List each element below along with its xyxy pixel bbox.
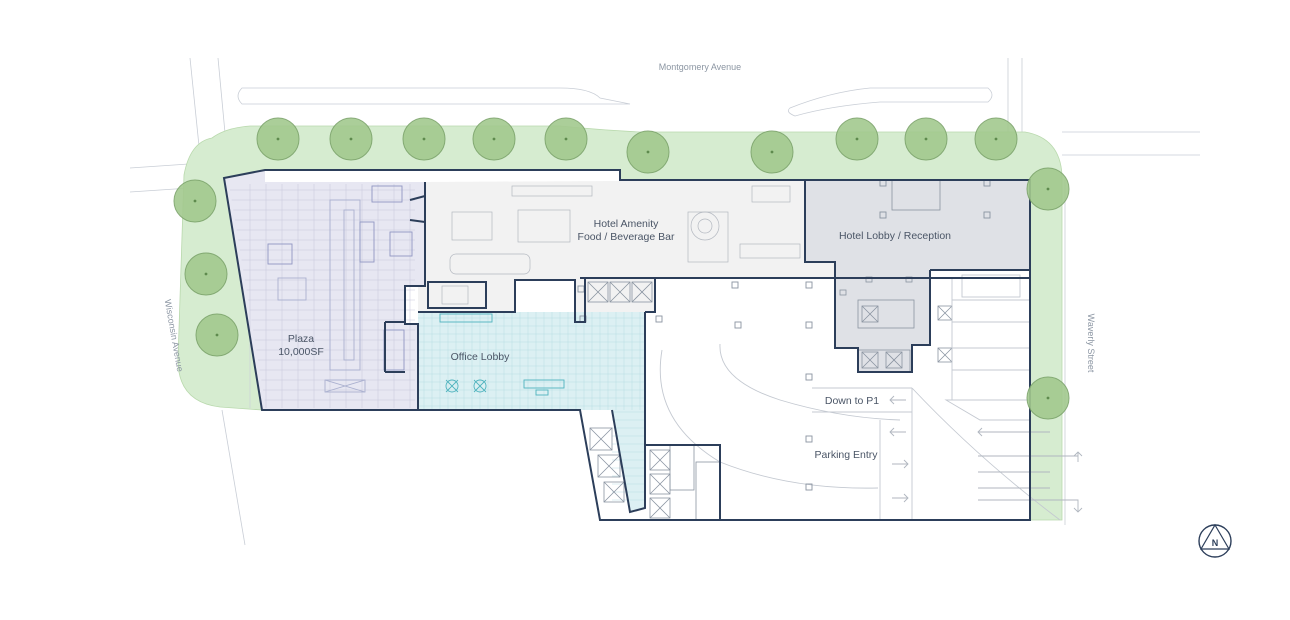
office-lobby-area xyxy=(418,312,645,512)
column xyxy=(805,321,813,329)
tree-center xyxy=(994,137,998,141)
tree-center xyxy=(770,150,774,154)
north-arrow-letter: N xyxy=(1212,538,1219,548)
office-lobby-label: Office Lobby xyxy=(451,351,511,363)
column xyxy=(734,321,742,329)
tree-center xyxy=(204,272,208,276)
tree-center xyxy=(349,137,353,141)
hotel-lobby-area xyxy=(805,180,1030,372)
hotel-lobby-label: Hotel Lobby / Reception xyxy=(839,230,951,242)
plaza-label: Plaza xyxy=(288,333,314,345)
office-lobby-furniture xyxy=(439,313,565,396)
plaza-area-label: 10,000SF xyxy=(278,346,324,358)
column xyxy=(805,281,813,289)
column xyxy=(879,211,887,219)
tree-center xyxy=(924,137,928,141)
column xyxy=(731,281,739,289)
column xyxy=(805,483,813,491)
amenity-label-line2: Food / Beverage Bar xyxy=(578,231,675,243)
plaza-features xyxy=(267,185,413,393)
tree-center xyxy=(193,199,197,203)
amenity-label-line1: Hotel Amenity xyxy=(594,218,660,230)
parking-arrows xyxy=(889,395,1083,513)
street-trees xyxy=(173,117,1070,420)
down-to-p1-label: Down to P1 xyxy=(825,395,879,407)
tree-center xyxy=(646,150,650,154)
tree-center xyxy=(1046,396,1050,400)
column xyxy=(805,435,813,443)
north-arrow-icon: N xyxy=(1198,523,1232,558)
building-walls xyxy=(222,169,1031,521)
tree-center xyxy=(855,137,859,141)
parking-entry-label: Parking Entry xyxy=(814,449,878,461)
column xyxy=(805,373,813,381)
column xyxy=(983,211,991,219)
tree-center xyxy=(276,137,280,141)
office-lobby-grid xyxy=(418,312,645,501)
tree-center xyxy=(422,137,426,141)
tree-center xyxy=(215,333,219,337)
tree-center xyxy=(1046,187,1050,191)
column xyxy=(655,315,663,323)
tree-center xyxy=(564,137,568,141)
street-label-waverly: Waverly Street xyxy=(1086,314,1096,373)
tree-center xyxy=(492,137,496,141)
parking-ramps xyxy=(659,274,1061,521)
street-label-montgomery: Montgomery Avenue xyxy=(659,62,741,72)
